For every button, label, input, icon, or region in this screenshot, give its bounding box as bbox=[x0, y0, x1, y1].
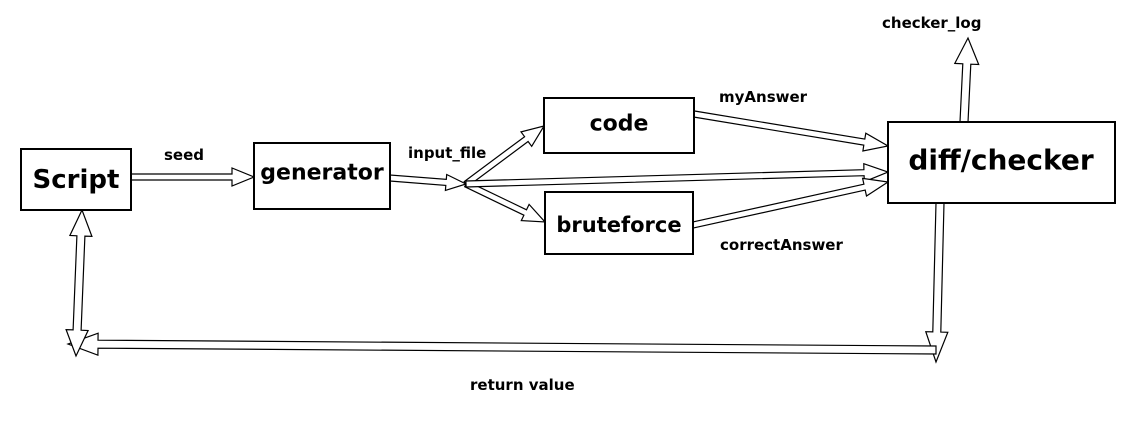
generator-label: generator bbox=[260, 161, 384, 186]
bruteforce-box bbox=[544, 191, 694, 255]
script-box bbox=[20, 148, 132, 211]
arrow-my-answer bbox=[692, 110, 890, 152]
arrow-input-checker bbox=[465, 162, 890, 188]
node-bruteforce: bruteforce bbox=[544, 191, 694, 255]
correct-answer-label: correctAnswer bbox=[720, 236, 843, 254]
code-label: code bbox=[590, 112, 649, 137]
return-value-label: return value bbox=[470, 376, 575, 394]
checker-box bbox=[887, 121, 1116, 204]
arrow-script-return bbox=[65, 208, 93, 358]
checker-log-label: checker_log bbox=[882, 14, 981, 32]
code-box bbox=[543, 97, 695, 154]
generator-box bbox=[253, 142, 391, 210]
arrow-seed bbox=[130, 167, 256, 187]
arrow-checker-log bbox=[953, 36, 980, 123]
seed-label: seed bbox=[164, 146, 204, 164]
node-generator: generator bbox=[253, 142, 391, 210]
arrow-checker-return bbox=[924, 202, 949, 364]
arrow-correct-answer bbox=[691, 177, 890, 229]
arrow-generator-input bbox=[389, 173, 468, 192]
checker-label: diff/checker bbox=[908, 144, 1094, 177]
script-label: Script bbox=[33, 165, 120, 195]
node-code: code bbox=[543, 97, 695, 154]
arrow-input-code bbox=[463, 125, 546, 188]
arrow-input-bruteforce bbox=[463, 180, 547, 223]
input-file-label: input_file bbox=[408, 144, 486, 162]
bruteforce-label: bruteforce bbox=[556, 213, 681, 237]
node-checker: diff/checker bbox=[887, 121, 1116, 204]
node-script: Script bbox=[20, 148, 132, 211]
arrow-layer bbox=[65, 36, 980, 364]
my-answer-label: myAnswer bbox=[719, 88, 808, 106]
arrow-return-line bbox=[66, 332, 937, 357]
